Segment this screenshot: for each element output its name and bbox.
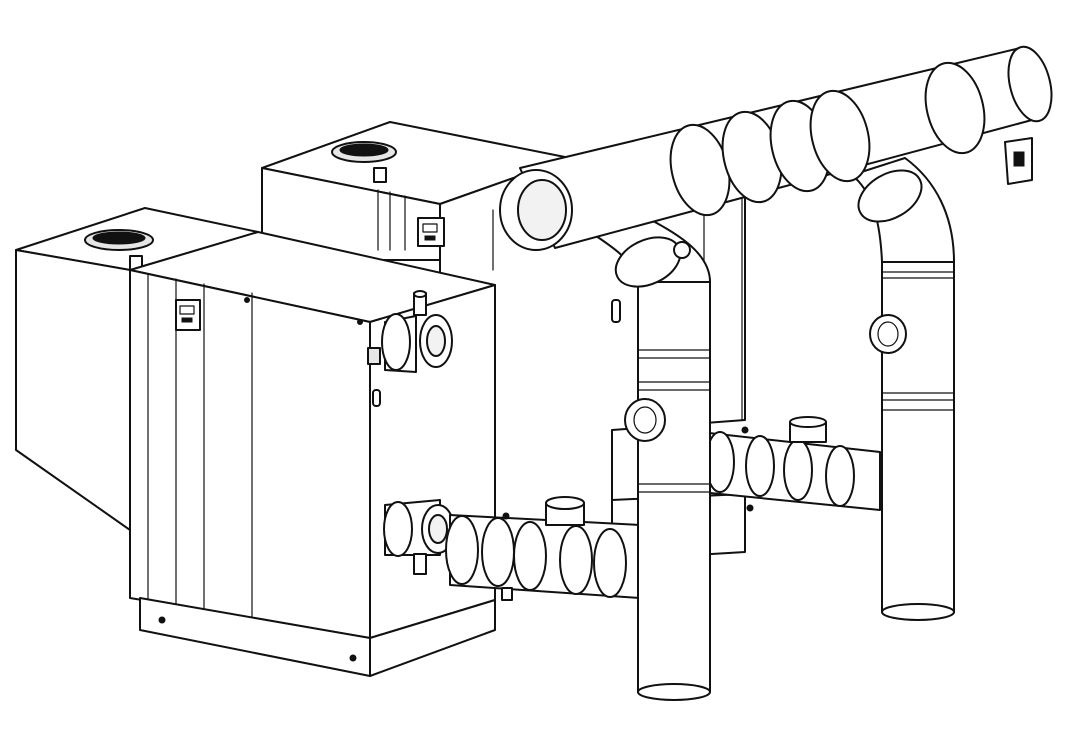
- flue-header-end-cap: [1007, 45, 1053, 123]
- flue-header: [499, 45, 1053, 251]
- left-riser-side-port: [624, 398, 666, 442]
- rear-top-connector: [373, 167, 387, 183]
- front-cabinet-face: [129, 269, 371, 639]
- return-manifold-front: [445, 496, 641, 601]
- front-upper-outlet-flange: [381, 290, 453, 373]
- boiler-unit-front: [15, 207, 509, 677]
- front-control-panel: [175, 299, 201, 331]
- right-riser-side-port: [869, 314, 907, 354]
- front-unit-rear-face: [15, 249, 131, 531]
- flue-riser-right: [851, 157, 955, 621]
- right-riser-pipe: [881, 259, 955, 613]
- left-riser-pipe: [637, 279, 711, 693]
- front-lower-inlet-flange: [383, 499, 455, 575]
